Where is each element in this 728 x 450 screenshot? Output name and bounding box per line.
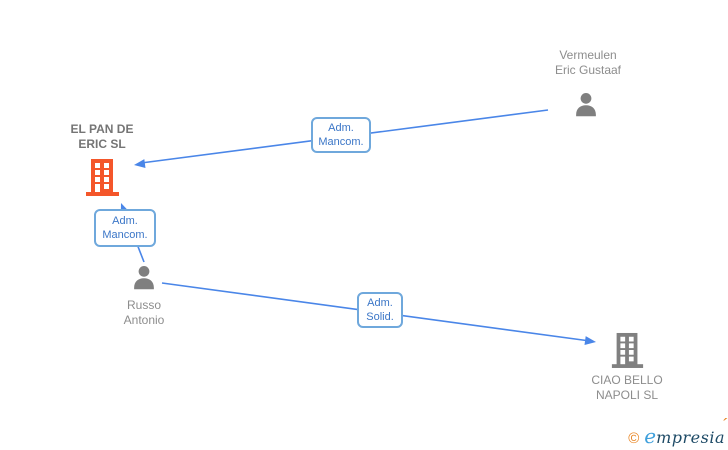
arrowhead-to-ciaobello	[584, 336, 596, 345]
arrowhead-to-elpan	[134, 159, 146, 169]
node-label-vermeulen[interactable]: Vermeulen Eric Gustaaf	[554, 48, 622, 77]
edge-label-adm-mancom-1: Adm. Mancom.	[311, 117, 371, 153]
copyright-symbol: ©	[628, 430, 640, 447]
node-label-russo[interactable]: Russo Antonio	[123, 298, 165, 327]
brand-accent-mark: ´	[720, 417, 727, 433]
edge-label-adm-mancom-2: Adm. Mancom.	[94, 209, 156, 247]
person-icon-russo[interactable]	[129, 263, 159, 298]
building-icon-ciaobello[interactable]	[610, 331, 645, 374]
node-label-elpan[interactable]: EL PAN DE ERIC SL	[70, 122, 134, 151]
node-label-ciaobello[interactable]: CIAO BELLO NAPOLI SL	[591, 373, 663, 402]
empresia-brand-text: empresia´	[644, 417, 727, 448]
edge-label-adm-solid: Adm. Solid.	[357, 292, 403, 328]
empresia-logo[interactable]: © empresia´	[628, 417, 727, 448]
building-icon-elpan[interactable]	[84, 157, 121, 202]
person-icon-vermeulen[interactable]	[571, 90, 601, 125]
